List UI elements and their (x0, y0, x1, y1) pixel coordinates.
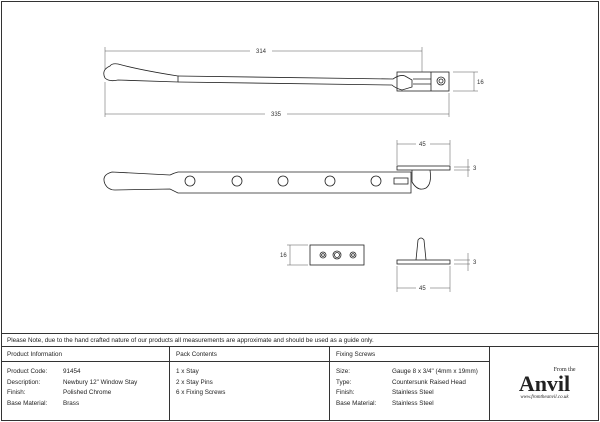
screw-key: Finish: (336, 389, 355, 396)
info-value: Brass (63, 399, 80, 407)
dim-335: 335 (271, 112, 282, 118)
stay-side-view (103, 165, 451, 194)
info-key: Description: (7, 378, 41, 386)
info-value: 91454 (63, 368, 81, 375)
screw-value: Gauge 8 x 3/4" (4mm x 19mm) (392, 368, 478, 375)
screw-value: Countersunk Raised Head (392, 378, 466, 386)
dim-3-pin: 3 (473, 260, 477, 266)
screw-key: Type: (336, 378, 352, 386)
screw-row: Type: Countersunk Raised Head (336, 378, 483, 389)
screw-row: Base Material: Stainless Steel (336, 399, 483, 410)
info-key: Product Code: (7, 368, 48, 375)
logo-url: www.fromtheanvil.co.uk (520, 395, 569, 400)
fixing-screws-header: Fixing Screws (330, 347, 489, 362)
keep-plate (309, 244, 365, 266)
info-row: Base Material: Brass (7, 399, 163, 410)
product-information-header: Product Information (1, 347, 169, 362)
screw-value: Stainless Steel (392, 389, 434, 396)
screw-row: Size: Gauge 8 x 3/4" (4mm x 19mm) (336, 367, 483, 378)
fixing-screws-section: Fixing Screws Size: Gauge 8 x 3/4" (4mm x… (330, 347, 490, 421)
info-value: Polished Chrome (63, 389, 112, 396)
technical-drawing: 314 335 16 45 3 16 3 45 (103, 47, 484, 292)
dim-45-mid: 45 (419, 142, 426, 148)
screw-row: Finish: Stainless Steel (336, 388, 483, 399)
stay-pin (396, 237, 451, 265)
logo-from: From the (553, 367, 576, 373)
info-row: Finish: Polished Chrome (7, 388, 163, 399)
dimension-lines (104, 47, 478, 292)
screw-key: Size: (336, 368, 350, 375)
info-key: Base Material: (7, 399, 48, 407)
logo-name: Anvil (518, 371, 571, 396)
info-key: Finish: (7, 389, 26, 396)
screw-value: Stainless Steel (392, 399, 434, 407)
screw-key: Base Material: (336, 399, 377, 407)
product-information-section: Product Information Product Code: 91454 D… (1, 347, 170, 421)
pack-item: 2 x Stay Pins (176, 378, 213, 386)
dim-45-pin: 45 (419, 286, 426, 292)
pack-contents-section: Pack Contents 1 x Stay 2 x Stay Pins 6 x… (170, 347, 330, 421)
info-row: Description: Newbury 12" Window Stay (7, 378, 163, 389)
pack-contents-header: Pack Contents (170, 347, 329, 362)
info-row: Product Code: 91454 (7, 367, 163, 378)
pack-item: 6 x Fixing Screws (176, 389, 226, 396)
disclaimer-note: Please Note, due to the hand crafted nat… (1, 333, 599, 347)
dim-314: 314 (256, 49, 267, 55)
dim-3-mid: 3 (473, 166, 477, 172)
pack-item: 1 x Stay (176, 368, 199, 375)
info-value: Newbury 12" Window Stay (63, 378, 138, 386)
dim-16-plate: 16 (280, 253, 287, 259)
from-the-anvil-logo: From the Anvil www.fromtheanvil.co.uk (490, 347, 599, 421)
stay-top-view (103, 63, 450, 92)
dim-16-top: 16 (477, 80, 484, 86)
